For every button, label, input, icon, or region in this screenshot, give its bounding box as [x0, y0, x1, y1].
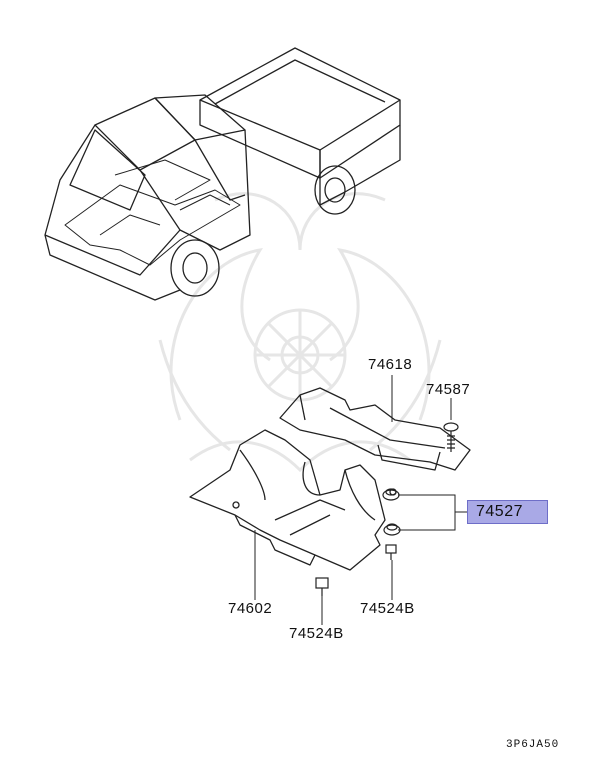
callout-74618: 74618 [368, 356, 413, 373]
callout-74587: 74587 [426, 381, 471, 398]
leader-lines [254, 375, 470, 625]
watermark-emblem [158, 192, 442, 473]
clip-74524b-left [315, 577, 329, 596]
grommet-74527-lower [383, 523, 401, 536]
callout-74527: 74527 [467, 500, 548, 524]
figure-code: 3P6JA50 [506, 739, 560, 751]
screw-74587 [443, 422, 459, 452]
floor-mat-74602 [189, 387, 471, 571]
callout-74602: 74602 [228, 600, 273, 617]
rear-mat-74618 [279, 387, 471, 471]
clip-74524b-right [385, 544, 397, 560]
truck-illustration [44, 47, 401, 301]
callout-74524b-left: 74524B [289, 625, 344, 642]
fasteners [315, 422, 459, 596]
callout-74524b-right: 74524B [360, 600, 415, 617]
